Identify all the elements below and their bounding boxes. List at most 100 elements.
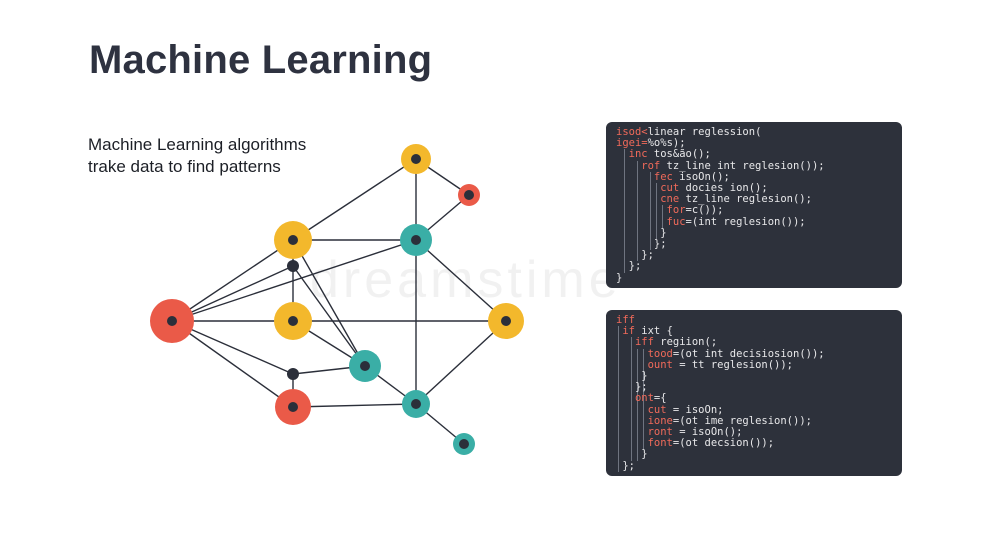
code-keyword: rof [641,159,661,172]
code-text: ={ [653,392,667,405]
code-line: }; [616,382,892,393]
code-keyword: ione [647,414,673,427]
code-text: linear reglession( [647,126,762,138]
code-text: }; [628,260,642,273]
code-line: igei=%o%s); [616,138,892,149]
code-text: } [616,271,623,284]
network-edges [171,158,507,445]
code-line: } [616,449,892,460]
code-line: if ixt { [616,326,892,337]
code-keyword: cut [660,182,680,195]
node-n10 [402,390,430,418]
code-line: cne tz_line reglesion(); [616,194,892,205]
code-text: =(ot int decisiosion()); [672,347,825,360]
code-line: }; [616,238,892,251]
code-line: }; [616,261,892,272]
code-line: ione=(ot ime reglesion()); [616,414,892,427]
edge-n4-n5 [171,239,417,322]
code-keyword: if [622,325,635,338]
node-n3 [274,221,312,259]
code-keyword: font [647,437,673,450]
code-text: =(ot decsion()); [672,437,775,450]
subtitle-line-2: trake data to find patterns [88,157,281,176]
indent-guide [624,149,626,273]
node-n8 [349,350,381,382]
node-n7 [488,303,524,339]
code-line: isod<linear reglession( [616,126,892,138]
code-line: fuc=(int reglesion()); [616,216,892,228]
code-line: for=c()); [616,205,892,216]
code-line: ont={ [616,393,892,404]
code-keyword: tood [647,347,673,360]
code-line: ount = tt reglesion()); [616,358,892,371]
indent-guide [649,171,651,251]
code-text: }; [653,238,667,251]
code-line: }; [616,250,892,261]
edge-n7-n10 [415,320,507,405]
code-keyword: isod< [616,126,648,138]
code-text: }; [641,249,654,262]
network-nodes [150,144,524,455]
watermark: dreamstime [310,251,622,309]
code-panel-1: isod<linear reglession(igei=%o%s);inc to… [606,122,902,288]
edge-n5-n9 [171,320,294,408]
code-line: cut = isoOn; [616,403,892,416]
node-n6 [274,302,312,340]
code-line: }; [616,459,892,472]
code-line: fec isoOn(); [616,170,892,183]
code-line: iff regiion(; [616,337,892,348]
code-keyword: inc [628,148,648,161]
code-keyword: cut [647,403,667,416]
code-line: tood=(ot int decisiosion()); [616,347,892,360]
code-keyword: ont [634,392,654,405]
subtitle-line-1: Machine Learning algorithms [88,135,307,154]
code-line: } [616,226,892,239]
node-n1 [401,144,431,174]
code-text: = tt reglesion()); [672,358,793,371]
node-n2 [458,184,480,206]
code-line: inc tos&ão(); [616,149,892,160]
node-n5 [150,299,194,343]
code-text: tz_line reglesion(); [679,193,812,206]
edge-n5-d2 [171,320,294,375]
code-line: cut docies ion(); [616,182,892,195]
code-keyword: cne [660,193,680,206]
code-text: tz_line int reglesion()); [660,159,825,172]
edge-n3-n8 [292,239,366,367]
indent-guide [643,348,645,450]
page-title: Machine Learning [89,38,433,82]
code-text: } [641,448,648,461]
code-keyword: ront [647,426,673,439]
edge-n1-n3 [292,158,417,241]
code-text: %o%s); [647,137,686,150]
code-text: =c()); [685,204,724,217]
code-line: font=(ot decsion()); [616,438,892,449]
code-line: iff [616,314,892,326]
node-n9 [275,389,311,425]
indent-guide [618,326,619,472]
code-text: } [660,226,667,239]
code-text: }; [622,459,635,472]
indent-guide [630,337,632,461]
code-text: regiion(; [653,336,718,349]
code-line: } [616,271,892,284]
edge-n4-n7 [415,239,507,322]
edge-n3-n5 [171,239,294,322]
indent-guide [662,205,664,228]
node-n11 [453,433,475,455]
code-keyword: igei= [616,137,648,150]
code-keyword: fec [653,170,673,183]
edge-n5-d1 [171,265,294,322]
code-text: tos&ão(); [647,148,711,161]
code-text: docies ion(); [679,182,768,195]
indent-guide [655,183,657,239]
code-line: ront = isoOn(); [616,426,892,439]
node-n4 [400,224,432,256]
code-text: }; [634,381,648,394]
code-text: } [641,370,648,383]
code-line: rof tz_line int reglesion()); [616,159,892,172]
code-text: ixt { [634,325,673,338]
code-text: = isoOn(); [672,426,743,439]
indent-guide [636,348,638,461]
